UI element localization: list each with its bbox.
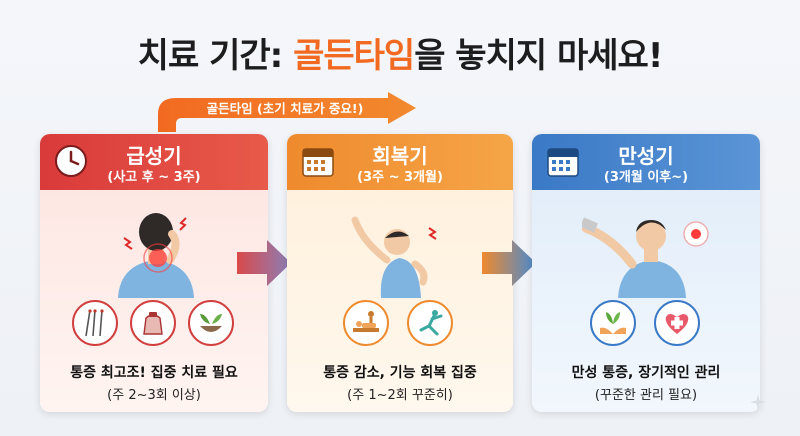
chuna-therapy-icon <box>343 300 389 346</box>
stretching-person-illustration <box>351 216 437 298</box>
clock-icon <box>55 145 87 177</box>
page-title: 치료 기간: 골든타임을 놓치지 마세요! <box>0 28 800 77</box>
stage-description: 통증 최고조! 집중 치료 필요 <box>70 365 238 381</box>
cupping-icon <box>130 300 176 346</box>
acupuncture-needles-icon <box>72 300 118 346</box>
stage-header-chronic: 만성기 (3개월 이후~) <box>532 134 760 190</box>
stage-card-recovery: 회복기 (3주 ~ 3개월) 통증 감소, 기능 회복 집중 (주 1~2회 꾸… <box>287 134 513 412</box>
stage-frequency: (주 1~2회 꾸준히) <box>347 388 453 403</box>
stage-description: 만성 통증, 장기적인 관리 <box>571 365 721 381</box>
stage-header-acute: 급성기 (사고 후 ~ 3주) <box>40 134 268 190</box>
heart-health-icon <box>654 300 700 346</box>
golden-time-arrow <box>158 92 416 132</box>
stage-frequency: (주 2~3회 이상) <box>107 388 201 403</box>
calendar-icon <box>547 148 579 177</box>
neck-pain-person-illustration <box>118 213 194 298</box>
herbal-medicine-icon <box>188 300 234 346</box>
care-hands-plant-icon <box>590 300 636 346</box>
stage-header-recovery: 회복기 (3주 ~ 3개월) <box>287 134 513 190</box>
stage-frequency: (꾸준한 관리 필요) <box>594 388 698 403</box>
shoulder-care-illustration <box>582 217 709 298</box>
stage-description: 통증 감소, 기능 회복 집중 <box>323 365 477 381</box>
title-prefix: 치료 기간: <box>137 36 294 76</box>
stage-body-recovery <box>287 190 513 412</box>
stage-body-chronic <box>532 190 760 412</box>
stage-period: (사고 후 ~ 3주) <box>107 170 201 185</box>
stage-body-acute <box>40 190 268 412</box>
stretching-icon <box>407 300 453 346</box>
title-suffix: 을 놓치지 마세요! <box>414 36 663 76</box>
stage-name: 회복기 <box>372 144 428 168</box>
stage-card-chronic: 만성기 (3개월 이후~) 만성 통증, 장기적인 관리 (꾸준한 관리 필요) <box>532 134 760 412</box>
calendar-icon <box>302 148 334 177</box>
stage-card-acute: 급성기 (사고 후 ~ 3주) 통증 최고조! 집중 치료 필요 (주 2~3회… <box>40 134 268 412</box>
progress-arrow-2-icon <box>482 240 536 286</box>
golden-time-label: 골든타임 (초기 치료가 중요!) <box>206 101 364 116</box>
stage-period: (3개월 이후~) <box>603 170 689 185</box>
title-highlight: 골든타임 <box>293 36 415 76</box>
stage-period: (3주 ~ 3개월) <box>357 170 443 185</box>
stage-name: 만성기 <box>618 144 674 168</box>
sparkle-icon <box>750 394 766 410</box>
progress-arrow-1-icon <box>237 240 291 286</box>
stage-name: 급성기 <box>126 144 182 168</box>
